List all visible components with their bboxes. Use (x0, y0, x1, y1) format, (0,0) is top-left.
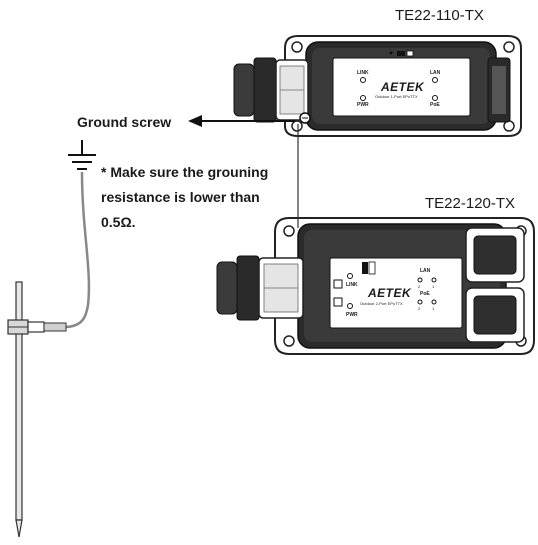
led-label-link: LINK (346, 282, 358, 288)
port-number-2: 2 (418, 284, 421, 289)
led-label-poe: PoE (430, 102, 440, 108)
led-label-pwr: PWR (357, 102, 369, 108)
ground-symbol-icon (68, 140, 96, 170)
model-label-bottom: TE22-120-TX (425, 195, 515, 212)
brand-logo: AETEK (367, 286, 412, 300)
ground-wire (65, 171, 91, 329)
rj45-port-icon (333, 279, 343, 289)
mounting-hole-icon (291, 120, 303, 132)
device-bottom-te22-120-tx: LINK PWR LAN PoE 2 1 2 1 AETEK Outdoor 2… (216, 217, 535, 355)
mounting-hole-icon (503, 41, 515, 53)
brand-logo: AETEK (380, 80, 425, 94)
port-number-1: 1 (432, 306, 435, 311)
model-label-top: TE22-110-TX (395, 7, 484, 24)
note-line-3: 0.5Ω. (101, 214, 136, 230)
led-label-pwr: PWR (346, 312, 358, 318)
note-line-2: resistance is lower than (101, 189, 260, 205)
mounting-hole-icon (283, 335, 295, 347)
port-number-2: 2 (418, 306, 421, 311)
led-label-lan: LAN (430, 70, 441, 76)
rj45-port-icon (333, 297, 343, 307)
ground-screw-label: Ground screw (77, 114, 171, 130)
ground-rod (7, 281, 67, 538)
device-top-te22-110-tx: LINK PWR LAN PoE AETEK Outdoor 1-Port EP… (233, 35, 522, 137)
device-subtitle: Outdoor 1-Port EPoTTX (375, 94, 418, 99)
arrow-left-icon (188, 115, 295, 127)
mounting-hole-icon (283, 225, 295, 237)
port-number-1: 1 (432, 284, 435, 289)
mounting-hole-icon (291, 41, 303, 53)
note-line-1: * Make sure the grouning (101, 164, 268, 180)
led-label-link: LINK (357, 70, 369, 76)
device-subtitle: Outdoor 2-Port EPoTTX (360, 301, 403, 306)
led-label-lan: LAN (420, 268, 431, 274)
led-label-poe: PoE (420, 291, 430, 297)
